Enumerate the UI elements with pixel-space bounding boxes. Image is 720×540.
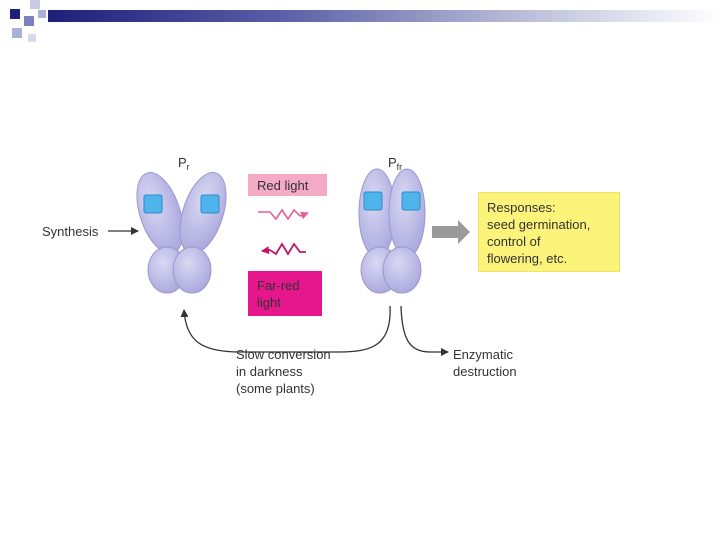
header-decoration (10, 0, 46, 42)
label-pfr-subscript: fr (396, 162, 403, 172)
synthesis-label: Synthesis (42, 224, 99, 239)
label-pfr: Pfr (388, 155, 402, 175)
label-pfr-base: P (388, 155, 397, 170)
destruction-arrow (400, 305, 449, 356)
label-pr-base: P (178, 155, 187, 170)
phytochrome-pfr-icon (358, 168, 426, 294)
label-pr-subscript: r (186, 162, 190, 172)
header-gradient-bar (48, 10, 720, 22)
dark-reversion-arrow (180, 305, 391, 353)
enzymatic-destruction-label: Enzymatic destruction (453, 347, 517, 379)
far-red-light-label: Far-red light (257, 278, 300, 310)
response-arrow (432, 220, 470, 244)
red-light-box: Red light (248, 174, 327, 196)
label-pr: Pr (178, 155, 190, 175)
far-red-light-wave-arrow (261, 242, 306, 256)
phytochrome-pr-icon (136, 172, 227, 294)
red-light-label: Red light (257, 178, 309, 193)
red-light-wave-arrow (258, 208, 309, 221)
slow-conversion-label: Slow conversion in darkness (some plants… (236, 347, 331, 396)
responses-label: Responses: seed germination, control of … (487, 200, 591, 266)
responses-box: Responses: seed germination, control of … (478, 192, 620, 272)
far-red-light-box: Far-red light (248, 271, 322, 316)
